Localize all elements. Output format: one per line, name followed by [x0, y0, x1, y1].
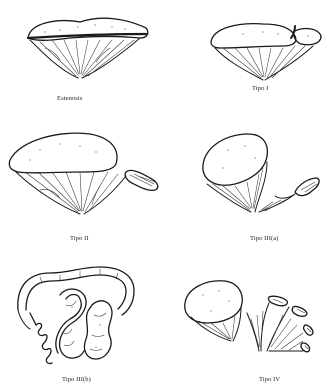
caption-tipo-iii-b: Tipo III(b) — [62, 376, 91, 383]
panel-estenosis: Estenosis — [0, 0, 160, 120]
caption-tipo-ii: Tipo II — [70, 235, 89, 242]
illustration-tipo-iv — [163, 255, 323, 375]
caption-estenosis: Estenosis — [57, 95, 82, 102]
panel-tipo-iii-b: Tipo III(b) — [0, 255, 160, 386]
illustration-tipo-iii-b — [0, 255, 160, 375]
illustration-estenosis — [0, 0, 160, 100]
panel-tipo-ii: Tipo II — [0, 120, 160, 250]
panel-tipo-iv: Tipo IV — [163, 255, 323, 386]
panel-tipo-iii-a: Tipo III(a) — [163, 120, 323, 250]
illustration-tipo-iii-a — [163, 120, 323, 230]
panel-tipo-i: Tipo I — [163, 0, 323, 120]
illustration-tipo-i — [163, 0, 323, 100]
caption-tipo-iv: Tipo IV — [259, 376, 280, 383]
caption-tipo-i: Tipo I — [252, 85, 268, 92]
caption-tipo-iii-a: Tipo III(a) — [250, 235, 278, 242]
illustration-tipo-ii — [0, 120, 160, 230]
